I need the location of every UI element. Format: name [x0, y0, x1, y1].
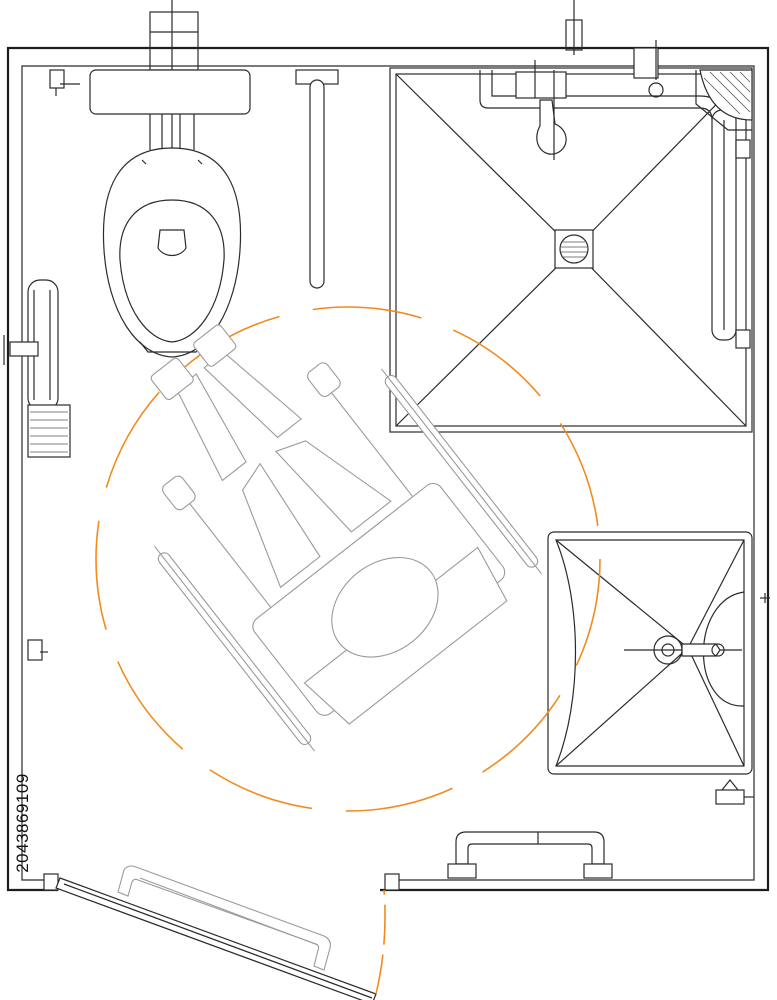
wheelchair — [150, 324, 542, 752]
vent-pipe — [149, 0, 583, 150]
left-grab-bar — [3, 279, 71, 458]
wall-fixture-left — [27, 639, 48, 661]
door-handle-bar[interactable] — [117, 865, 331, 971]
image-id-text: 2043869109 — [13, 773, 32, 873]
entrance-door[interactable] — [55, 877, 386, 1000]
toilet — [89, 69, 251, 358]
wall-fixture-right — [715, 779, 754, 805]
wash-basin — [547, 531, 770, 775]
corner-seat — [695, 69, 753, 131]
image-id-label: 2043869109 — [8, 748, 38, 898]
wall-grab-bar — [295, 69, 339, 289]
turning-circle — [95, 306, 601, 812]
walls — [6, 46, 770, 892]
shower-drain — [554, 229, 594, 269]
toilet-paper-holder — [49, 69, 80, 96]
grab-bar-bottom — [447, 831, 613, 879]
